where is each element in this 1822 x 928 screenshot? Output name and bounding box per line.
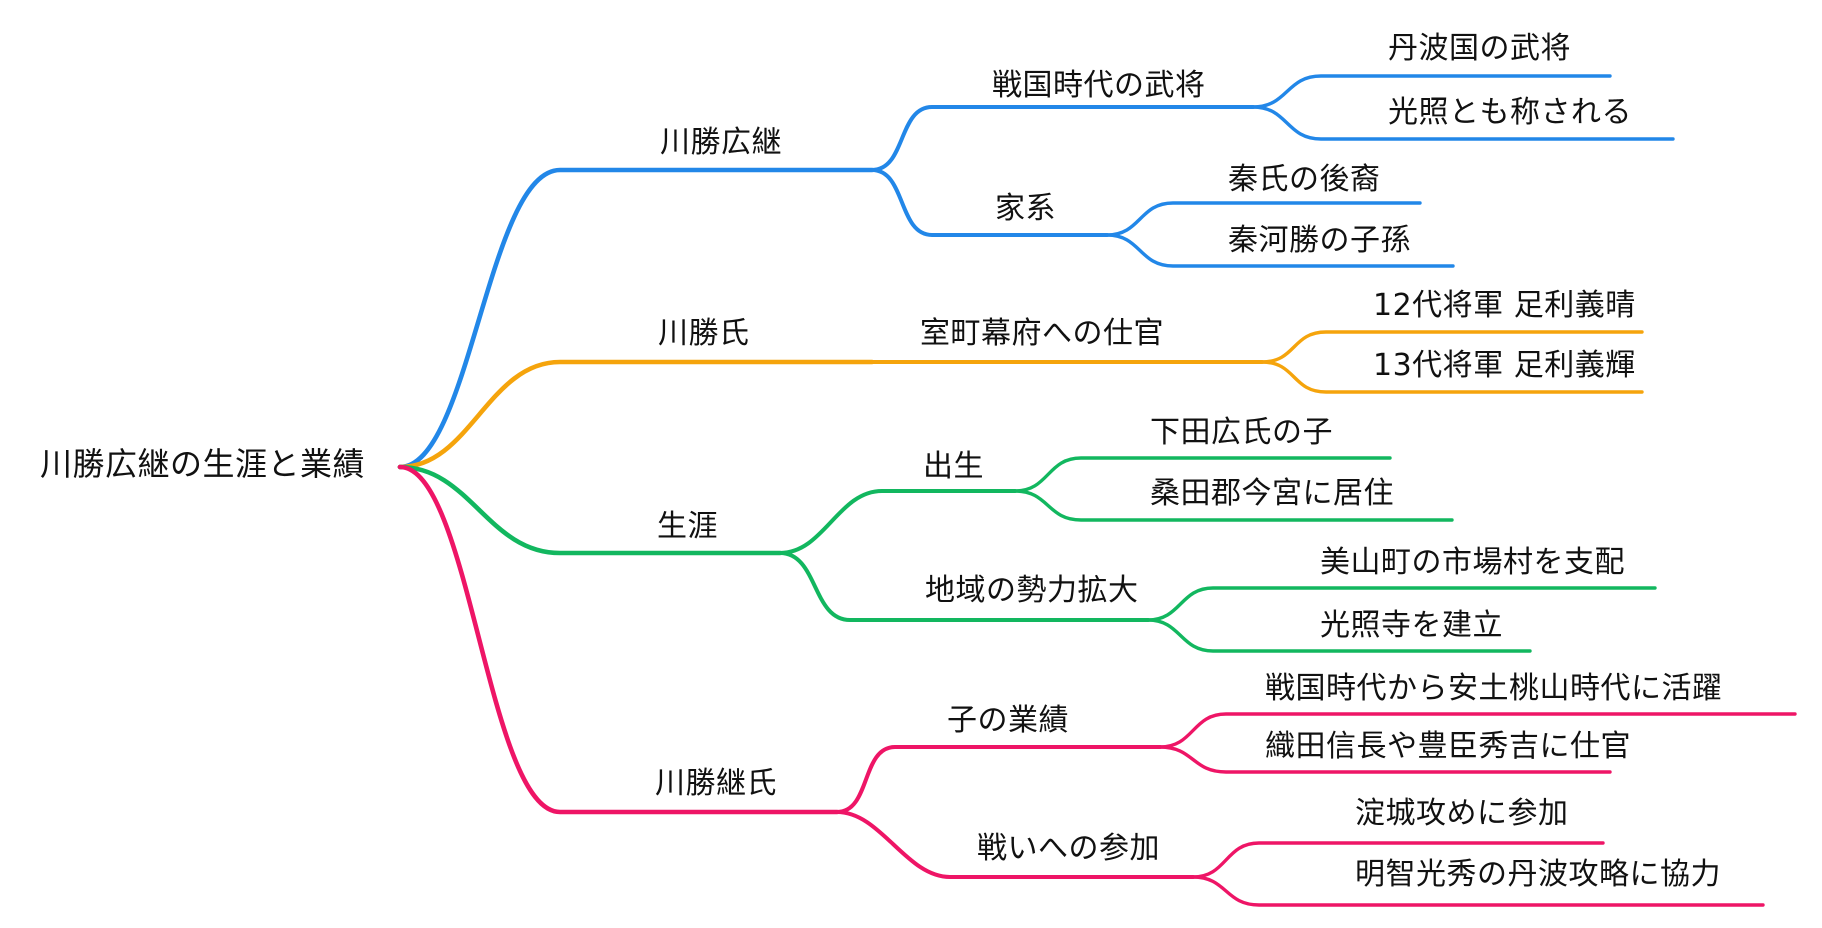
leaf-tanba-busho: 丹波国の武将 (1388, 31, 1571, 66)
node-sengoku-busho: 戦国時代の武将 (992, 68, 1206, 103)
link-kuwata (1013, 489, 1454, 522)
link-akechi (1191, 875, 1765, 907)
node-kawakatsu-hirotsugu: 川勝広継 (660, 125, 782, 160)
link-shussei (778, 489, 1017, 555)
link-shimoda (1013, 456, 1392, 493)
link-root-shogai (397, 464, 783, 556)
leaf-oda-toyotomi: 織田信長や豊臣秀吉に仕官 (1265, 729, 1631, 764)
leaf-hatakawakatsu-shison: 秦河勝の子孫 (1228, 223, 1411, 258)
leaf-yodo: 淀城攻めに参加 (1355, 796, 1569, 831)
link-tatakai-sanka (835, 810, 1195, 879)
link-hatashi-koei (1105, 201, 1422, 237)
node-kawakatsu-shi: 川勝氏 (658, 316, 750, 351)
link-shogun-12 (1260, 330, 1644, 364)
link-yodo (1191, 841, 1605, 879)
node-shogai: 生涯 (657, 509, 718, 544)
link-root-kawakatsu-hirotsugu (397, 167, 875, 470)
node-shussei: 出生 (923, 449, 984, 484)
node-muromachi-shikan: 室町幕府への仕官 (920, 316, 1164, 351)
link-kakei (870, 168, 1109, 237)
leaf-kuwata: 桑田郡今宮に居住 (1150, 476, 1394, 511)
link-koshoji (1146, 618, 1532, 653)
leaf-shimoda: 下田広氏の子 (1150, 415, 1333, 450)
node-chiiki-kakudai: 地域の勢力拡大 (925, 573, 1139, 608)
link-sengoku-azuchi (1158, 712, 1797, 749)
link-root-kawakatsu-tsuguuji (397, 464, 840, 815)
link-kosho-mo (1251, 105, 1675, 141)
link-shogun-13 (1260, 360, 1644, 394)
leaf-koshoji: 光照寺を建立 (1320, 608, 1503, 643)
node-kakei: 家系 (995, 191, 1056, 226)
link-ko-no-gyoseki (835, 745, 1162, 814)
leaf-miyama: 美山町の市場村を支配 (1320, 545, 1625, 580)
node-ko-no-gyoseki: 子の業績 (947, 703, 1069, 738)
link-tanba-busho (1251, 74, 1612, 109)
link-chiiki-kakudai (778, 551, 1150, 622)
link-sengoku-busho (870, 105, 1255, 172)
node-kawakatsu-tsuguuji: 川勝継氏 (655, 766, 777, 801)
node-tatakai-sanka: 戦いへの参加 (977, 831, 1160, 866)
leaf-shogun-13: 13代将軍 足利義輝 (1373, 348, 1636, 383)
link-hatakawakatsu-shison (1105, 233, 1455, 268)
link-root-kawakatsu-shi (397, 359, 875, 470)
mindmap-root-label: 川勝広継の生涯と業績 (40, 445, 366, 483)
leaf-sengoku-azuchi: 戦国時代から安土桃山時代に活躍 (1265, 671, 1723, 706)
leaf-akechi: 明智光秀の丹波攻略に協力 (1355, 857, 1721, 892)
leaf-hatashi-koei: 秦氏の後裔 (1228, 162, 1381, 197)
leaf-kosho-mo: 光照とも称される (1388, 95, 1632, 130)
leaf-shogun-12: 12代将軍 足利義晴 (1373, 288, 1636, 323)
link-oda-toyotomi (1158, 745, 1612, 774)
link-miyama (1146, 586, 1657, 622)
